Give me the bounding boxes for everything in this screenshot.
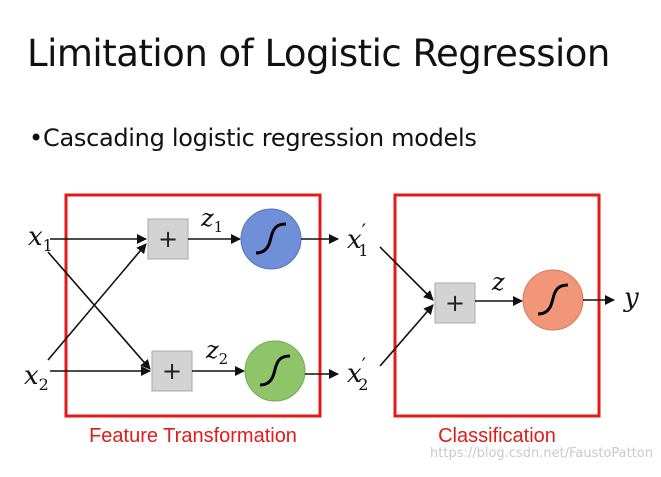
bullet-text: Cascading logistic regression models: [43, 124, 477, 152]
feature-transformation-box: [64, 193, 322, 418]
transformed-x1-label: x′1: [347, 219, 368, 260]
watermark-url: https://blog.csdn.net/FaustoPatton: [430, 446, 653, 461]
output-y-label: y: [623, 283, 639, 313]
sum-node-3-symbol: +: [445, 289, 465, 317]
classification-caption: Classification: [438, 425, 556, 447]
bullet-dot: •: [29, 124, 43, 152]
input-x2-label: x2: [24, 361, 49, 394]
z1-label: z1: [200, 204, 223, 236]
slide-title: Limitation of Logistic Regression: [27, 32, 610, 75]
input-x1-label: x1: [28, 222, 53, 255]
sigmoid-curve-icon: [259, 354, 291, 387]
sum-node-2-symbol: +: [162, 357, 182, 385]
transformed-x2-label: x′2: [347, 353, 368, 394]
edge-x1-to-sum2: [47, 251, 151, 370]
sum-node-1: [147, 218, 189, 260]
bullet-item: •Cascading logistic regression models: [29, 124, 477, 152]
sigmoid-curve-icon: [537, 283, 569, 316]
sum-node-3: [434, 282, 476, 324]
classification-box: [393, 193, 601, 418]
sigmoid-curve-icon: [255, 222, 287, 255]
edge-x2p-to-sum3: [379, 304, 434, 367]
z2-label: z2: [205, 336, 228, 368]
edge-x1p-to-sum3: [379, 246, 434, 301]
edge-x2-to-sum1: [47, 243, 147, 361]
feature-transformation-caption: Feature Transformation: [89, 425, 297, 447]
sum-node-1-symbol: +: [158, 225, 178, 253]
z-label: z: [491, 268, 505, 296]
